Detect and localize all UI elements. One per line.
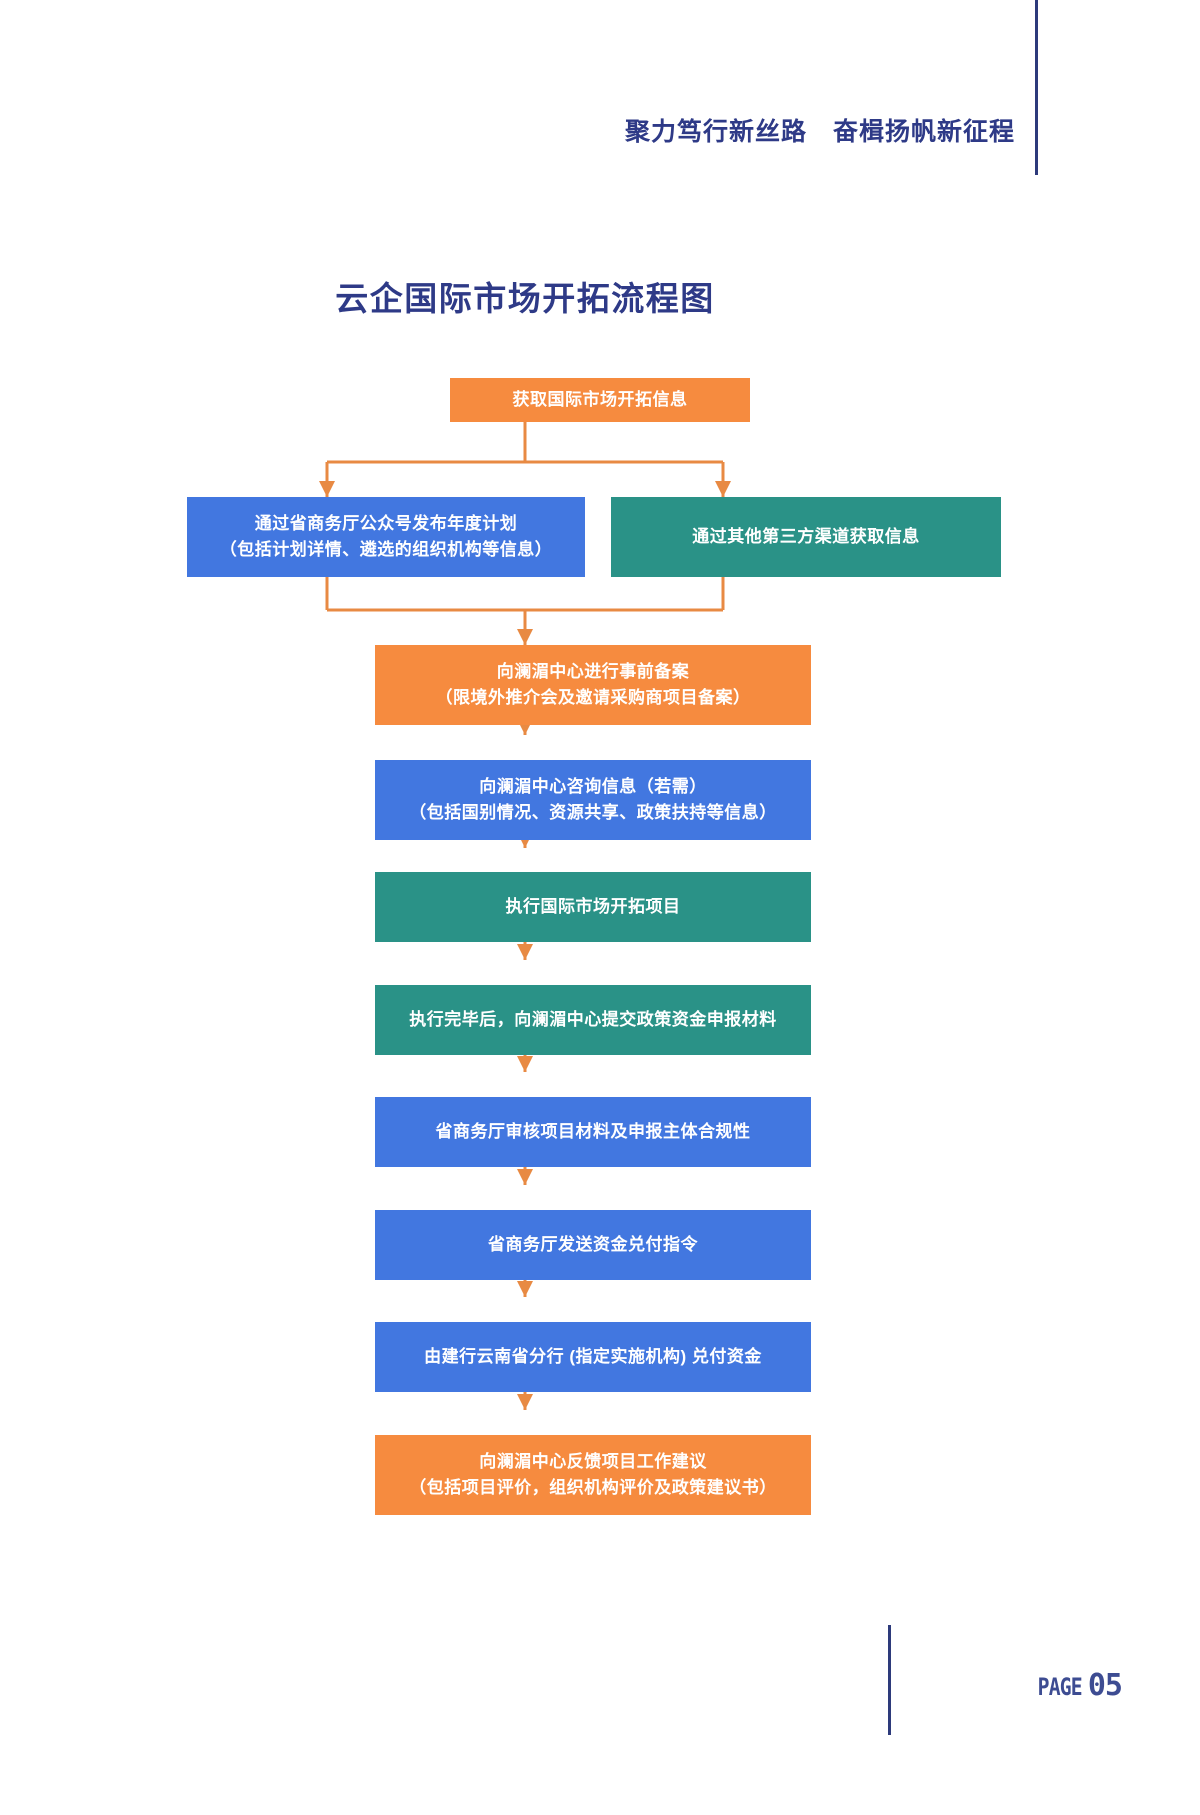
header-slogan: 聚力笃行新丝路 奋楫扬帆新征程 bbox=[624, 118, 1015, 146]
page-number-value: 05 bbox=[1087, 1668, 1123, 1703]
page-title: 云企国际市场开拓流程图 bbox=[335, 280, 715, 317]
flow-node-review-line-1: 省商务厅审核项目材料及申报主体合规性 bbox=[435, 1121, 751, 1141]
flow-node-branch-left-line-2: （包括计划详情、遴选的组织机构等信息） bbox=[219, 540, 553, 559]
flow-node-pay-line-1: 由建行云南省分行 (指定实施机构) 兑付资金 bbox=[424, 1346, 762, 1366]
flow-node-filing-line-1: 向澜湄中心进行事前备案 bbox=[496, 661, 690, 681]
flow-node-start-line-1: 获取国际市场开拓信息 bbox=[512, 389, 688, 409]
flow-node-instruct[interactable]: 省商务厅发送资金兑付指令 bbox=[375, 1210, 811, 1280]
flow-node-execute[interactable]: 执行国际市场开拓项目 bbox=[375, 872, 811, 942]
page-number-label: PAGE bbox=[1037, 1673, 1083, 1701]
flow-node-branch-right[interactable]: 通过其他第三方渠道获取信息 bbox=[611, 497, 1001, 577]
header-divider-rule bbox=[1035, 0, 1038, 175]
flow-node-branch-right-line-1: 通过其他第三方渠道获取信息 bbox=[692, 526, 920, 546]
flow-node-feedback-line-1: 向澜湄中心反馈项目工作建议 bbox=[479, 1451, 707, 1471]
flow-node-consult-line-2: （包括国别情况、资源共享、政策扶持等信息） bbox=[409, 803, 777, 822]
flow-node-instruct-line-1: 省商务厅发送资金兑付指令 bbox=[488, 1234, 698, 1254]
flow-node-consult[interactable]: 向澜湄中心咨询信息（若需） （包括国别情况、资源共享、政策扶持等信息） bbox=[375, 760, 811, 840]
flow-node-feedback-line-2: （包括项目评价，组织机构评价及政策建议书） bbox=[409, 1478, 777, 1497]
flow-node-filing-line-2: （限境外推介会及邀请采购商项目备案） bbox=[435, 688, 751, 707]
footer-divider-rule bbox=[888, 1625, 891, 1735]
page-number: PAGE 05 bbox=[1028, 1668, 1123, 1703]
flow-node-submit[interactable]: 执行完毕后，向澜湄中心提交政策资金申报材料 bbox=[375, 985, 811, 1055]
flow-node-consult-line-1: 向澜湄中心咨询信息（若需） bbox=[479, 776, 707, 796]
flow-node-execute-line-1: 执行国际市场开拓项目 bbox=[505, 896, 681, 916]
flow-node-submit-line-1: 执行完毕后，向澜湄中心提交政策资金申报材料 bbox=[409, 1009, 777, 1029]
page-header: 聚力笃行新丝路 奋楫扬帆新征程 bbox=[0, 0, 1200, 185]
flow-node-branch-left-line-1: 通过省商务厅公众号发布年度计划 bbox=[254, 513, 518, 533]
flow-node-start[interactable]: 获取国际市场开拓信息 bbox=[450, 378, 750, 422]
flow-node-feedback[interactable]: 向澜湄中心反馈项目工作建议 （包括项目评价，组织机构评价及政策建议书） bbox=[375, 1435, 811, 1515]
flow-node-branch-left[interactable]: 通过省商务厅公众号发布年度计划 （包括计划详情、遴选的组织机构等信息） bbox=[187, 497, 585, 577]
flow-node-review[interactable]: 省商务厅审核项目材料及申报主体合规性 bbox=[375, 1097, 811, 1167]
flow-node-filing[interactable]: 向澜湄中心进行事前备案 （限境外推介会及邀请采购商项目备案） bbox=[375, 645, 811, 725]
flow-node-pay[interactable]: 由建行云南省分行 (指定实施机构) 兑付资金 bbox=[375, 1322, 811, 1392]
